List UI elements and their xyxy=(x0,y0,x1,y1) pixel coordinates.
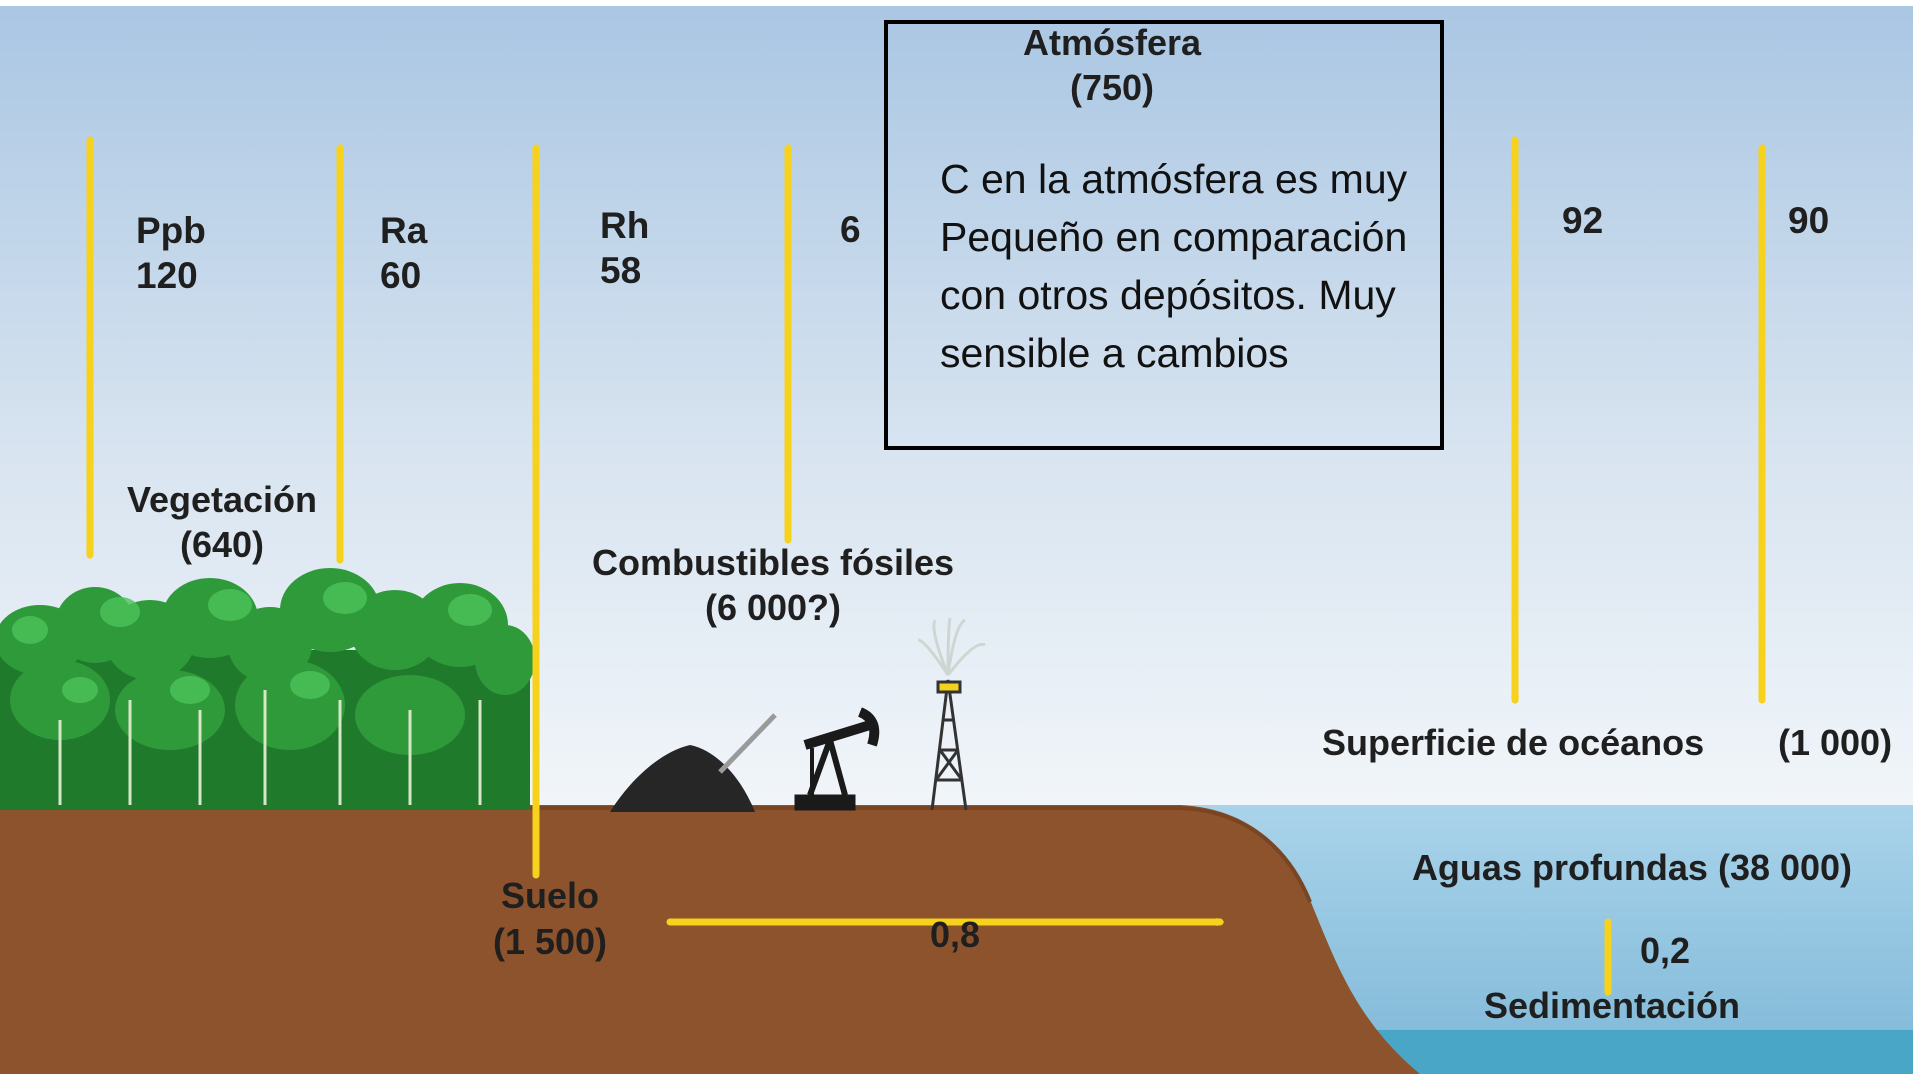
sedimentation-label: Sedimentación xyxy=(1484,985,1740,1026)
rh-label: Rh xyxy=(600,205,649,246)
forest-illustration xyxy=(0,568,535,810)
pump-jack-illustration xyxy=(794,707,880,811)
vegetation-label: Vegetación xyxy=(127,479,317,520)
soil-label: Suelo xyxy=(501,875,599,916)
ocean-floor-water xyxy=(1370,1030,1913,1074)
soil-to-ocean-value: 0,8 xyxy=(930,914,980,955)
oil-derrick-illustration xyxy=(917,617,986,811)
top-border xyxy=(0,0,1913,6)
ppb-value: 120 xyxy=(136,255,198,296)
ocean-surface-value: (1 000) xyxy=(1778,722,1892,763)
atmosphere-value: (750) xyxy=(1070,67,1154,108)
sedimentation-value: 0,2 xyxy=(1640,930,1690,971)
rh-value: 58 xyxy=(600,250,641,291)
ocean-in-value: 92 xyxy=(1562,200,1603,241)
coal-pile-illustration xyxy=(610,745,755,812)
flux-arrows xyxy=(86,136,1766,996)
soil-value: (1 500) xyxy=(493,921,607,962)
soil-edge xyxy=(0,806,1312,903)
atmosphere-note-box xyxy=(884,20,1444,450)
ra-label: Ra xyxy=(380,210,428,251)
conveyor-illustration xyxy=(718,713,777,774)
ocean-surface-label: Superficie de océanos xyxy=(1322,722,1704,763)
atmosphere-note-text: C en la atmósfera es muy Pequeño en comp… xyxy=(940,156,1408,376)
ocean-out-value: 90 xyxy=(1788,200,1829,241)
deep-water-label: Aguas profundas (38 000) xyxy=(1412,847,1852,888)
ra-value: 60 xyxy=(380,255,421,296)
vegetation-value: (640) xyxy=(180,524,264,565)
soil-ground xyxy=(0,805,1420,1074)
fossil-flux-value: 6 xyxy=(840,209,861,250)
ppb-label: Ppb xyxy=(136,210,206,251)
atmosphere-label: Atmósfera xyxy=(1023,22,1202,63)
fossil-fuels-value: (6 000?) xyxy=(705,587,841,628)
fossil-fuels-label: Combustibles fósiles xyxy=(592,542,954,583)
